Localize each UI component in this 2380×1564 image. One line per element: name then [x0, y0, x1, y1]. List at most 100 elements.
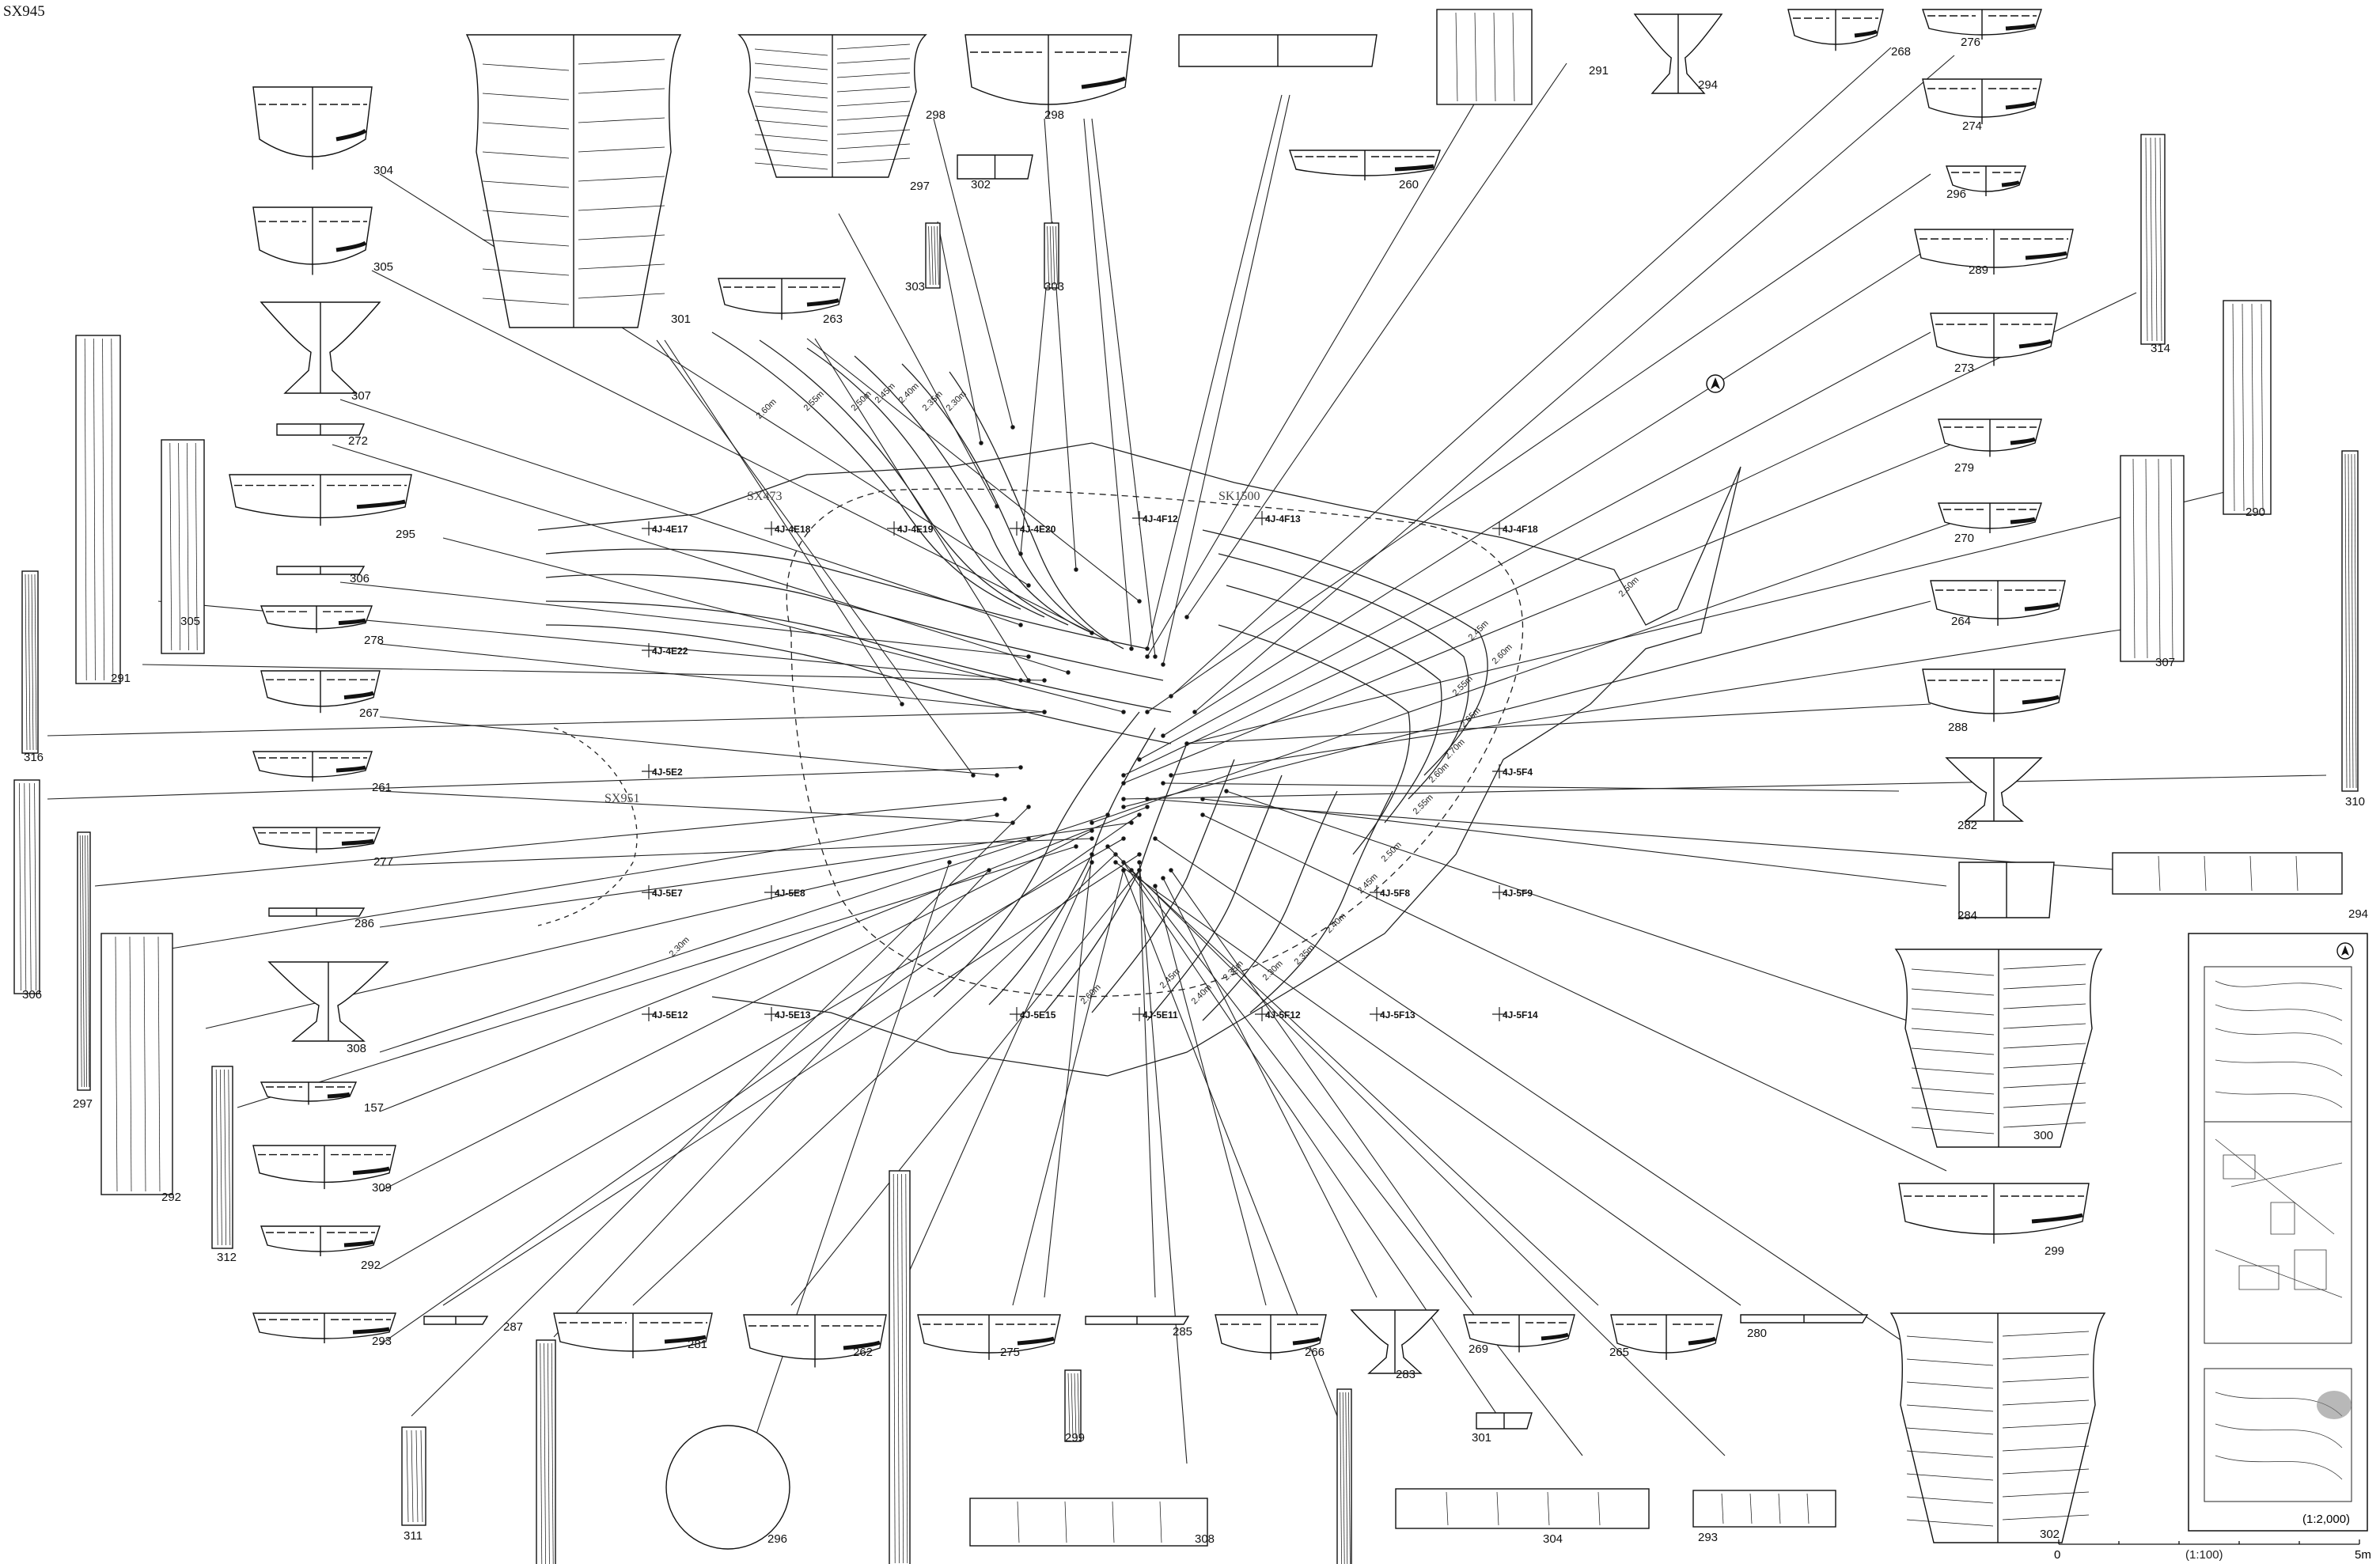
bowl-270 [1938, 502, 2042, 533]
contour-line [1249, 790, 1393, 1013]
grid-label: 4J-5F8 [1380, 888, 1410, 899]
link-line [1202, 814, 1947, 1172]
link-line [371, 270, 1093, 634]
artifact-label: 276 [1961, 36, 1980, 49]
contour-line [545, 548, 1148, 649]
artifact-label: 282 [1957, 819, 1977, 832]
sherd-287 [423, 1316, 489, 1325]
stick-298 [925, 222, 941, 289]
artifact-label: 314 [2151, 342, 2170, 355]
link-line [806, 338, 1140, 602]
pedestal-308 [267, 961, 389, 1042]
artifact-label: 310 [2345, 795, 2365, 809]
contour-line [759, 339, 1045, 618]
artifact-labels: 3043053072722953062782672612772863081573… [22, 36, 2368, 1546]
find-point [1145, 797, 1150, 801]
find-point [979, 441, 983, 445]
find-point [1137, 868, 1142, 873]
grid-label: 4J-5E12 [652, 1009, 688, 1021]
link-line [1186, 62, 1567, 618]
artifact-label: 303 [905, 280, 925, 293]
stick-299 [1064, 1369, 1082, 1442]
link-line [937, 221, 982, 444]
pedestal-283 [1350, 1309, 1440, 1374]
artifact-label: 296 [1946, 187, 1966, 201]
link-line [893, 862, 1093, 1306]
link-line [379, 822, 1132, 928]
bowl-281 [553, 1312, 713, 1358]
pedestal-282 [1945, 757, 2043, 822]
contour-label: 2.60m [1491, 642, 1514, 666]
link-line [1139, 877, 1599, 1306]
sherd-301 [1476, 1412, 1533, 1430]
find-point [1145, 805, 1150, 809]
pedestal-307 [260, 301, 381, 394]
find-point [1090, 820, 1094, 825]
artifact-label: 269 [1469, 1342, 1488, 1356]
link-line [743, 862, 950, 1472]
bowl-157 [260, 1081, 358, 1105]
artifact-label: 283 [1396, 1368, 1415, 1381]
grid-label: 4J-5F14 [1503, 1009, 1538, 1021]
artifact-label: 300 [2033, 1129, 2053, 1142]
bowl-273 [1930, 312, 2058, 366]
bowl-288 [1922, 668, 2066, 722]
scale-max-label: 5m [2355, 1548, 2371, 1562]
bowl-296 [1946, 165, 2026, 196]
bowl-298 [965, 34, 1132, 118]
contour-label: 2.30m [668, 935, 692, 959]
sx951-outline [537, 727, 638, 926]
plank-304 [1395, 1488, 1650, 1529]
link-line [1139, 862, 1188, 1464]
find-point [1169, 773, 1173, 778]
feature-label-sx473: SX473 [747, 490, 782, 503]
link-line [332, 444, 1069, 673]
stick-314 [2140, 134, 2166, 345]
contour-label: 2.35m [1293, 943, 1317, 967]
link-line [379, 173, 1029, 586]
link-line [1123, 292, 2137, 776]
bowl-278 [260, 605, 373, 634]
contour-line [854, 355, 1093, 634]
link-line [1139, 331, 1931, 760]
contour-label: 2.60m [1427, 761, 1451, 785]
artifact-label: 306 [350, 572, 370, 585]
link-line [1162, 877, 1378, 1298]
contour-line [545, 624, 1172, 744]
plank-293 [1692, 1490, 1836, 1528]
sherd-285 [1085, 1316, 1190, 1325]
stick-305 [161, 439, 205, 654]
jar-302 [1889, 1312, 2106, 1543]
artifact-label: 291 [1589, 64, 1609, 78]
find-point [1137, 860, 1142, 865]
artifact-label: 293 [372, 1335, 392, 1348]
grid-label: 4J-5E7 [652, 888, 683, 899]
feature-label-sx951: SX951 [604, 792, 639, 805]
bowl-275 [917, 1314, 1061, 1360]
link-line [1107, 846, 1726, 1456]
artifact-label: 295 [396, 528, 415, 541]
plate-272 [276, 423, 366, 436]
link-line [379, 790, 1014, 824]
link-line [1123, 862, 1504, 1425]
grid-label: 4J-5E13 [775, 1009, 811, 1021]
stick-310 [2341, 450, 2359, 792]
artifact-label: 281 [688, 1338, 707, 1351]
jar-297 [737, 34, 927, 178]
link-line [339, 399, 1021, 626]
contour-line [711, 331, 1021, 610]
find-point [1018, 623, 1023, 627]
plate-306 [276, 566, 366, 575]
link-line [632, 854, 1116, 1306]
plate-302 [957, 154, 1033, 180]
grid-label: 4J-4E22 [652, 646, 688, 657]
link-line [1170, 624, 2153, 776]
find-point [1026, 654, 1031, 659]
bowl-277 [252, 827, 381, 854]
grid-label: 4J-4E17 [652, 524, 688, 535]
bowl-276 [1922, 9, 2042, 40]
link-line [664, 339, 903, 705]
grid-label: 4J-4F12 [1143, 513, 1178, 524]
artifact-label: 260 [1399, 178, 1419, 191]
find-point [1090, 836, 1094, 841]
